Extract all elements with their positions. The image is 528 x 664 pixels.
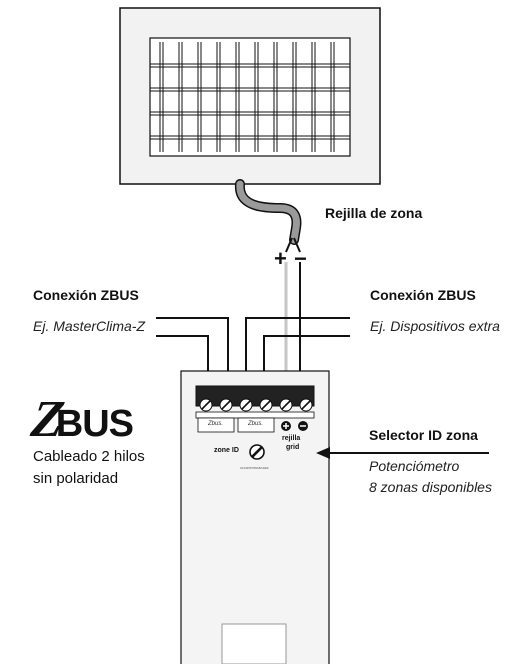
- zone-id-label: zone ID: [214, 447, 239, 454]
- grille-cable: [234, 179, 302, 253]
- wiring-note-line2: sin polaridad: [33, 470, 119, 487]
- grille-label: Rejilla de zona: [325, 205, 423, 221]
- zbus-terminal-label-1: Zbus.: [208, 421, 224, 427]
- controller-module: [180, 370, 330, 664]
- right-connection-example: Ej. Dispositivos extra: [370, 318, 500, 334]
- plus-terminal-icon: [281, 421, 291, 431]
- terminal-screw-slots: [201, 400, 311, 410]
- minus-terminal-icon: [298, 421, 308, 431]
- wire-plus-sign: +: [274, 246, 287, 271]
- grille-vent-area: [149, 37, 351, 157]
- terminal-block: [195, 385, 315, 407]
- dial-characters: 0123456789ABCDEF: [240, 466, 269, 470]
- zone-id-dial-icon: [249, 444, 265, 460]
- grid-label-2: grid: [286, 444, 300, 451]
- left-connection-example: Ej. MasterClima-Z: [33, 318, 146, 334]
- module-window: [221, 623, 287, 664]
- zbus-label-box-2: [237, 417, 275, 433]
- grid-label-1: rejilla: [282, 435, 301, 442]
- right-connection-title: Conexión ZBUS: [370, 287, 476, 303]
- left-connection-title: Conexión ZBUS: [33, 287, 139, 303]
- zbus-terminal-label-2: Zbus.: [248, 421, 264, 427]
- selector-line2: 8 zonas disponibles: [369, 479, 492, 495]
- wiring-note-line1: Cableado 2 hilos: [33, 448, 145, 465]
- selector-arrow-icon: [316, 447, 489, 459]
- wire-minus-sign: −: [294, 246, 307, 271]
- zbus-logo: ZBUS: [28, 390, 134, 449]
- selector-line1: Potenciómetro: [369, 458, 460, 474]
- zone-grille: [119, 7, 381, 185]
- zbus-logo-text: BUS: [55, 403, 134, 445]
- terminal-base: [195, 411, 315, 419]
- grille-bars: [150, 42, 350, 152]
- selector-title: Selector ID zona: [369, 427, 478, 443]
- zbus-label-box-1: [197, 417, 235, 433]
